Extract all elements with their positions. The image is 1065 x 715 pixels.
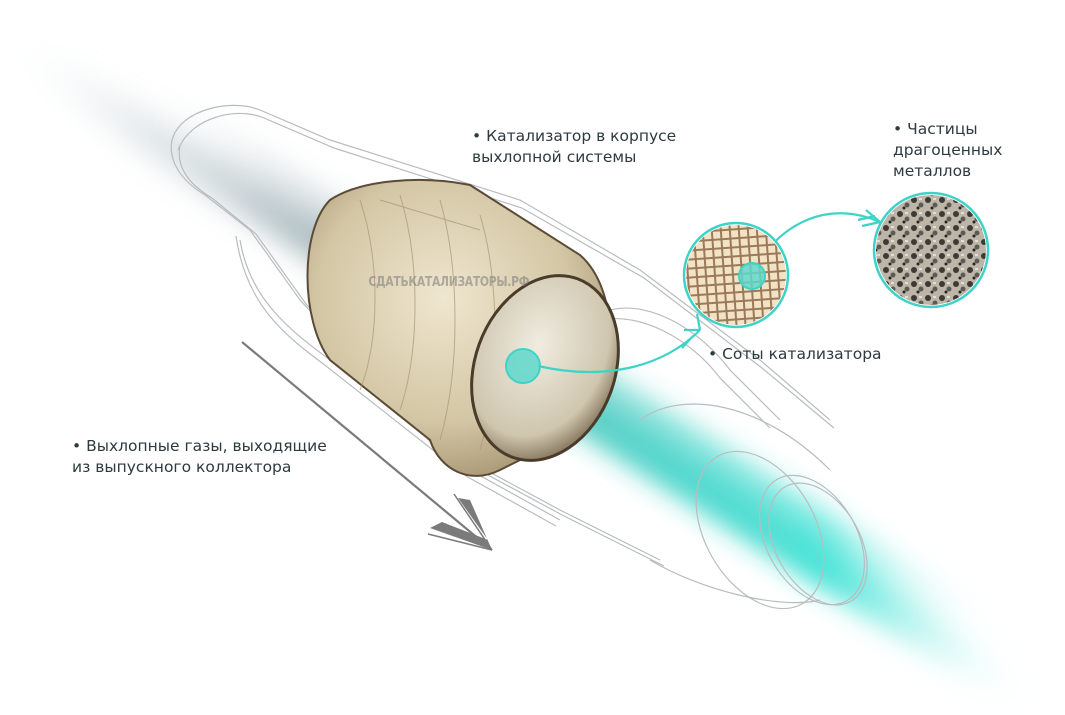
particles-label: • Частицы драгоценных металлов [893, 119, 1002, 182]
catalyst-core [306, 179, 620, 477]
exhaust-label: • Выхлопные газы, выходящие из выпускног… [72, 436, 327, 478]
flow-direction-arrow [241, 341, 493, 551]
watermark: СДАТЬКАТАЛИЗАТОРЫ.РФ [368, 275, 530, 290]
particles-label-line1: • Частицы [893, 120, 978, 138]
honeycomb-marker [738, 262, 766, 290]
converter-housing-outline [170, 104, 868, 610]
exhaust-label-line2: из выпускного коллектора [72, 458, 292, 476]
honeycomb-closeup [682, 221, 790, 329]
exhaust-label-line1: • Выхлопные газы, выходящие [72, 437, 327, 455]
honeycomb-label: • Соты катализатора [708, 344, 882, 365]
zoom-connectors [537, 209, 881, 374]
honeycomb-label-text: • Соты катализатора [708, 345, 882, 363]
catalyst-label: • Катализатор в корпусе выхлопной систем… [472, 126, 676, 168]
metal-particles-closeup [872, 191, 990, 309]
particles-label-line2: драгоценных [893, 141, 1003, 159]
particles-label-line3: металлов [893, 162, 972, 180]
core-face-marker [505, 348, 541, 384]
catalyst-label-line1: • Катализатор в корпусе [472, 127, 677, 145]
catalyst-label-line2: выхлопной системы [472, 148, 637, 166]
